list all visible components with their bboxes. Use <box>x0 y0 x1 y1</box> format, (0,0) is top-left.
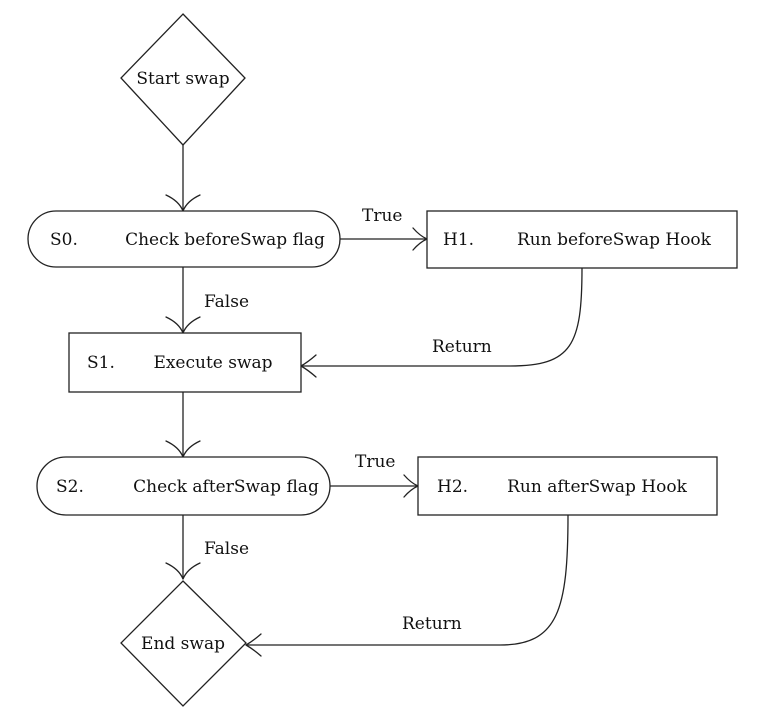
s2-id: S2. <box>56 477 84 497</box>
edge-label-return-1: Return <box>432 337 492 357</box>
edge-label-true-2: True <box>355 452 395 472</box>
h2-label: Run afterSwap Hook <box>507 477 687 497</box>
edge-label-return-2: Return <box>402 614 462 634</box>
s1-id: S1. <box>87 353 115 373</box>
edge-s2-to-h2: True <box>330 452 419 498</box>
s0-label: Check beforeSwap flag <box>125 230 325 250</box>
edge-s0-to-h1: True <box>340 206 428 251</box>
h1-id: H1. <box>443 230 474 250</box>
node-s1-execute-swap: S1. Execute swap <box>68 332 302 393</box>
s1-label: Execute swap <box>153 353 272 373</box>
node-start-swap: Start swap <box>120 13 246 146</box>
h1-label: Run beforeSwap Hook <box>517 230 712 250</box>
h2-id: H2. <box>437 477 468 497</box>
edge-label-false-1: False <box>204 292 249 312</box>
edge-s2-to-end: False <box>165 515 249 580</box>
node-end-swap: End swap <box>120 580 247 707</box>
edge-label-false-2: False <box>204 539 249 559</box>
node-h2-run-afterswap-hook: H2. Run afterSwap Hook <box>417 456 718 516</box>
edge-h1-to-s1: Return <box>300 267 583 378</box>
edge-s0-to-s1: False <box>165 267 249 334</box>
edge-start-to-s0 <box>165 145 201 212</box>
end-swap-label: End swap <box>141 634 225 654</box>
node-h1-run-beforeswap-hook: H1. Run beforeSwap Hook <box>426 210 738 269</box>
edge-label-true-1: True <box>362 206 402 226</box>
edge-s1-to-s2 <box>165 392 201 458</box>
s0-id: S0. <box>50 230 78 250</box>
node-s2-check-afterswap: S2. Check afterSwap flag <box>36 456 331 516</box>
s2-label: Check afterSwap flag <box>133 477 319 497</box>
node-s0-check-beforeswap: S0. Check beforeSwap flag <box>27 210 341 268</box>
start-swap-label: Start swap <box>136 69 229 89</box>
edge-h2-to-end: Return <box>245 514 569 657</box>
